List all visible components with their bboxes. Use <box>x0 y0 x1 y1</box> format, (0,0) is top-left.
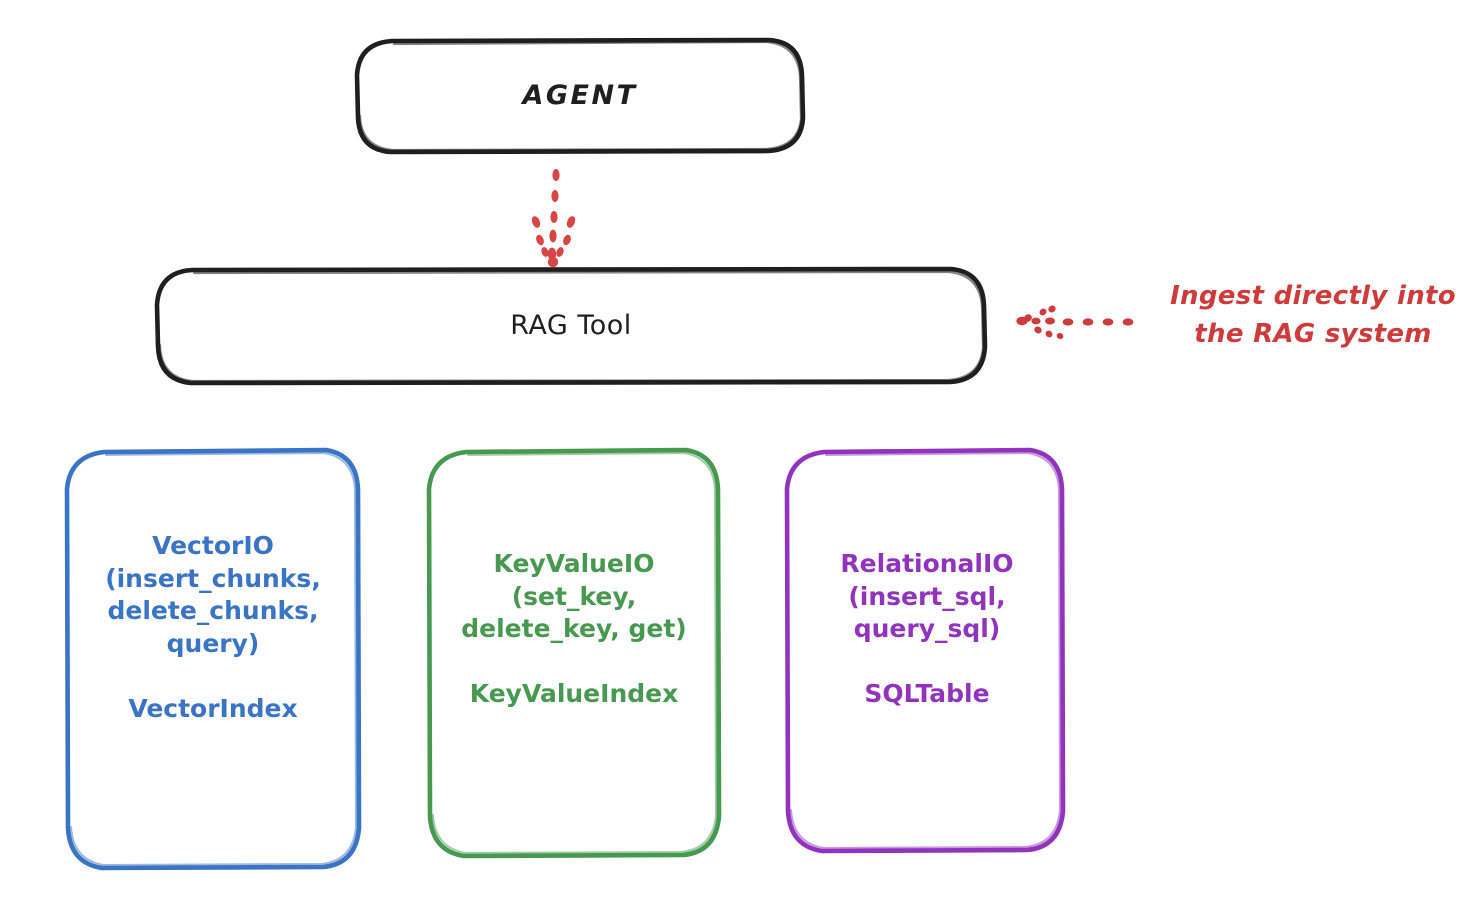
rag-tool-node[interactable] <box>154 266 988 386</box>
key-value-io-box-outline <box>426 447 722 859</box>
agent-node[interactable] <box>354 37 806 155</box>
ingest-arrow <box>1016 305 1134 340</box>
vector-io-node[interactable] <box>64 447 362 871</box>
key-value-io-box-outline-sketch <box>432 452 717 854</box>
rag-tool-box-outline-sketch <box>158 270 985 383</box>
relational-io-box-outline <box>784 447 1066 854</box>
relational-io-node[interactable] <box>784 447 1066 854</box>
agent-box-outline <box>354 37 806 155</box>
agent-box-outline-sketch <box>358 40 803 152</box>
vector-io-box-outline <box>64 447 362 871</box>
ingest-annotation-text: Ingest directly into the RAG system <box>1170 281 1456 349</box>
rag-tool-box-outline <box>154 266 988 386</box>
key-value-io-node[interactable] <box>426 447 722 859</box>
relational-io-box-outline-sketch <box>790 452 1061 849</box>
vector-io-box-outline-sketch <box>70 452 357 866</box>
agent-to-rag-arrow <box>531 169 576 268</box>
